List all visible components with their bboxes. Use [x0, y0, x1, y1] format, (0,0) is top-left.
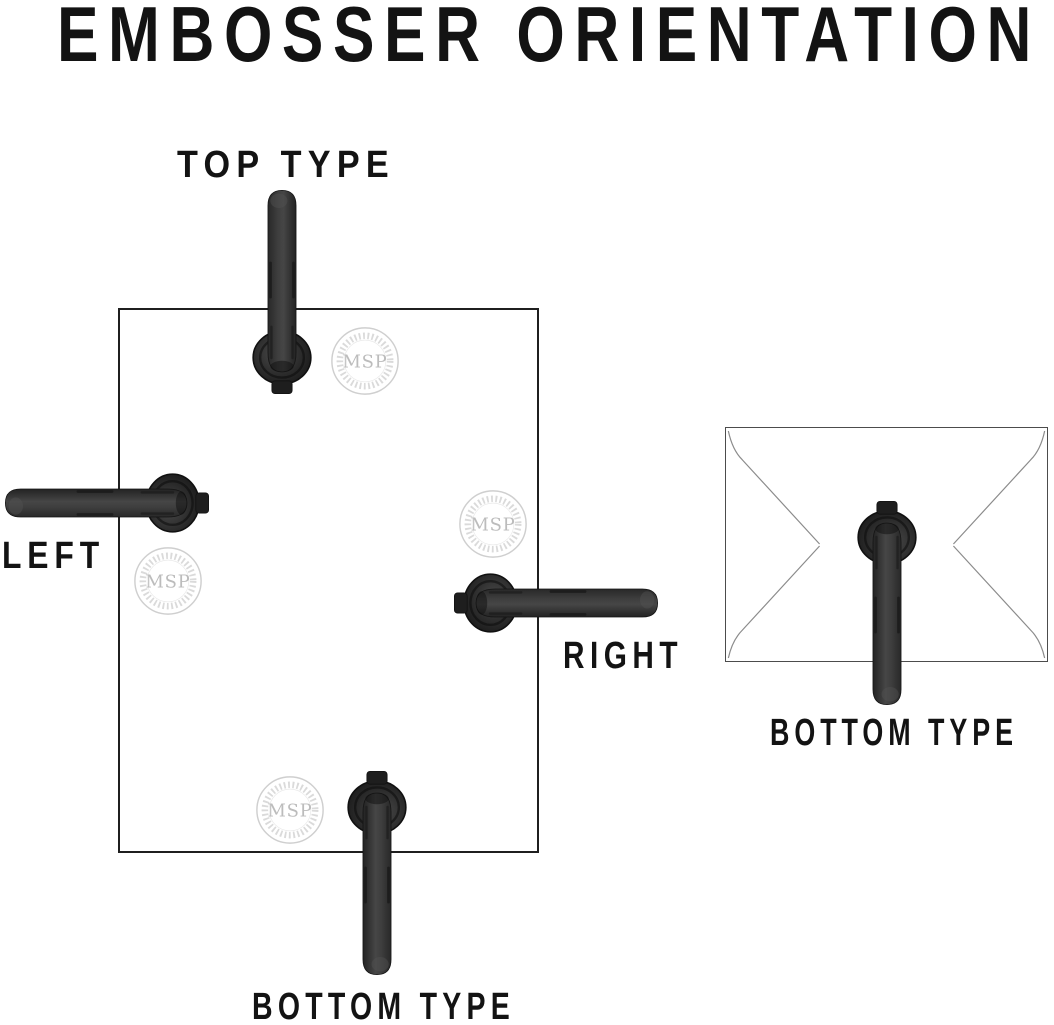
watermark-seal-left: MSP: [132, 545, 204, 617]
label-bottom-type-text: BOTTOM TYPE: [252, 986, 515, 1025]
seal-monogram: MSP: [267, 800, 312, 821]
label-left: LEFT: [2, 535, 105, 577]
watermark-seal-bottom: MSP: [254, 774, 326, 846]
label-top-type-text: TOP TYPE: [177, 144, 395, 186]
seal-monogram: MSP: [145, 571, 190, 592]
seal-monogram: MSP: [342, 351, 387, 372]
label-envelope-bottom-type: BOTTOM TYPE: [770, 712, 1018, 754]
embosser-top: [243, 188, 321, 396]
watermark-seal-top: MSP: [329, 325, 401, 397]
seal-monogram: MSP: [470, 514, 515, 535]
page-title-text: EMBOSSER ORIENTATION: [57, 0, 1041, 70]
label-right: RIGHT: [563, 635, 683, 677]
page-title: EMBOSSER ORIENTATION: [57, 0, 1041, 70]
label-left-text: LEFT: [2, 535, 105, 577]
label-right-text: RIGHT: [563, 635, 683, 677]
embosser-bottom: [338, 769, 416, 977]
embosser-envelope: [848, 499, 926, 707]
label-envelope-bottom-type-text: BOTTOM TYPE: [770, 712, 1018, 754]
label-bottom-type: BOTTOM TYPE: [252, 986, 515, 1025]
watermark-seal-right: MSP: [457, 488, 529, 560]
envelope-fold-lines: [727, 430, 1046, 659]
label-top-type: TOP TYPE: [177, 144, 395, 186]
